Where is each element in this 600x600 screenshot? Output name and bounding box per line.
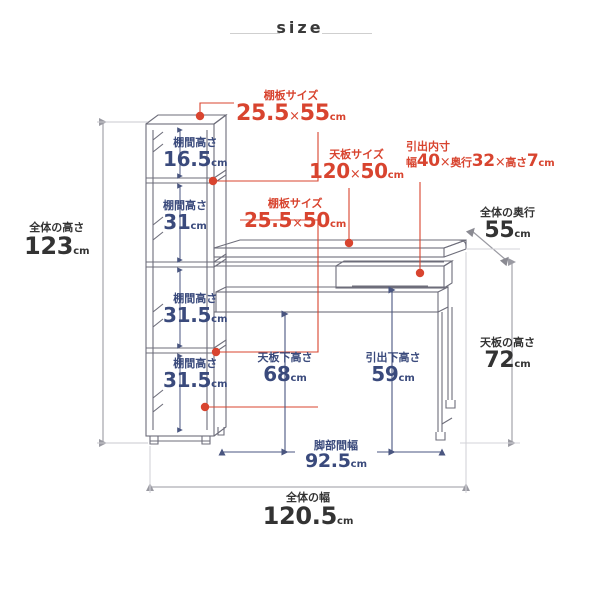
- dot-shelf-board-lower: [211, 347, 221, 357]
- label-overall-width-value: 120.5cm: [262, 501, 354, 530]
- label-shelf-board-top-caption: 棚板サイズ: [263, 89, 319, 102]
- label-top-panel-size-caption: 天板サイズ: [329, 148, 384, 161]
- dot-drawer: [415, 268, 425, 278]
- red-callout-leaders: [199, 102, 421, 408]
- label-shelf-gap-3-value: 31.5cm: [163, 302, 228, 327]
- label-under-top-height-value: 68cm: [263, 361, 307, 386]
- shelf-tower: [145, 113, 228, 445]
- desk-body: [213, 239, 467, 441]
- dot-shelf-top: [195, 111, 205, 121]
- label-shelf-gap-2-caption: 棚間高さ: [163, 199, 207, 212]
- overall-height-dimension: [97, 118, 148, 447]
- label-under-drawer-height-value: 59cm: [371, 361, 415, 386]
- label-top-panel-size-value: 120×50cm: [309, 158, 405, 183]
- label-shelf-gap-1: 棚間高さ 16.5cm: [163, 137, 228, 170]
- label-leg-span-width-value: 92.5cm: [304, 449, 368, 472]
- label-shelf-gap-4: 棚間高さ 31.5cm: [163, 358, 228, 391]
- label-shelf-gap-3-caption: 棚間高さ: [173, 292, 218, 305]
- label-under-top-height: 天板下高さ 68cm: [248, 352, 322, 385]
- dot-shelf-bottom: [200, 402, 210, 412]
- header-rule-left: [230, 33, 280, 34]
- label-overall-depth-caption: 全体の奥行: [480, 206, 535, 219]
- label-overall-depth-value: 55cm: [484, 217, 531, 243]
- label-shelf-gap-1-caption: 棚間高さ: [173, 136, 218, 149]
- label-shelf-gap-3: 棚間高さ 31.5cm: [163, 293, 228, 326]
- page-title: size: [276, 18, 324, 37]
- overall-depth-dimension: [465, 227, 509, 267]
- page-header: size: [0, 0, 600, 60]
- label-leg-span-width: 脚部間幅 92.5cm: [295, 439, 377, 472]
- label-drawer-inner-caption: 引出内寸: [406, 140, 450, 153]
- label-under-top-height-caption: 天板下高さ: [257, 351, 313, 364]
- red-callout-dots: [195, 111, 425, 412]
- header-rule-right: [322, 33, 372, 34]
- label-under-drawer-height: 引出下高さ 59cm: [356, 352, 430, 385]
- label-overall-width: 全体の幅 120.5cm: [258, 492, 358, 529]
- label-overall-height: 全体の高さ 123cm: [24, 222, 90, 259]
- label-under-drawer-height-caption: 引出下高さ: [365, 351, 421, 364]
- label-top-panel-size: 天板サイズ 120×50cm: [309, 149, 404, 182]
- overall-width-dimension: [146, 252, 470, 493]
- label-drawer-inner: 引出内寸 幅40×奥行32×高さ7cm: [406, 141, 555, 170]
- label-overall-height-value: 123cm: [24, 231, 90, 260]
- label-shelf-board-lower: 棚板サイズ 25.5×50cm: [244, 198, 346, 231]
- label-drawer-inner-value: 幅40×奥行32×高さ7cm: [406, 150, 555, 171]
- label-overall-height-caption: 全体の高さ: [29, 221, 85, 234]
- label-top-panel-height: 天板の高さ 72cm: [480, 337, 535, 372]
- label-overall-depth: 全体の奥行 55cm: [480, 207, 535, 242]
- label-shelf-board-top: 棚板サイズ 25.5×55cm: [236, 90, 346, 125]
- under-height-arrows: [281, 286, 396, 456]
- label-top-panel-height-caption: 天板の高さ: [480, 336, 535, 349]
- label-shelf-gap-4-caption: 棚間高さ: [173, 357, 218, 370]
- label-overall-width-caption: 全体の幅: [286, 491, 330, 504]
- label-shelf-gap-4-value: 31.5cm: [163, 367, 228, 392]
- label-leg-span-width-caption: 脚部間幅: [314, 439, 358, 452]
- label-top-panel-height-value: 72cm: [484, 347, 531, 373]
- dot-shelf-gap-top: [208, 176, 218, 186]
- label-shelf-gap-1-value: 16.5cm: [163, 146, 228, 171]
- label-shelf-board-top-value: 25.5×55cm: [236, 100, 347, 126]
- top-panel-height-dimension: [460, 248, 520, 447]
- label-shelf-board-lower-caption: 棚板サイズ: [267, 197, 323, 210]
- dot-top-panel: [344, 238, 354, 248]
- label-shelf-gap-2-value: 31cm: [163, 209, 207, 234]
- label-shelf-gap-2: 棚間高さ 31cm: [163, 200, 207, 233]
- label-shelf-board-lower-value: 25.5×50cm: [244, 207, 347, 232]
